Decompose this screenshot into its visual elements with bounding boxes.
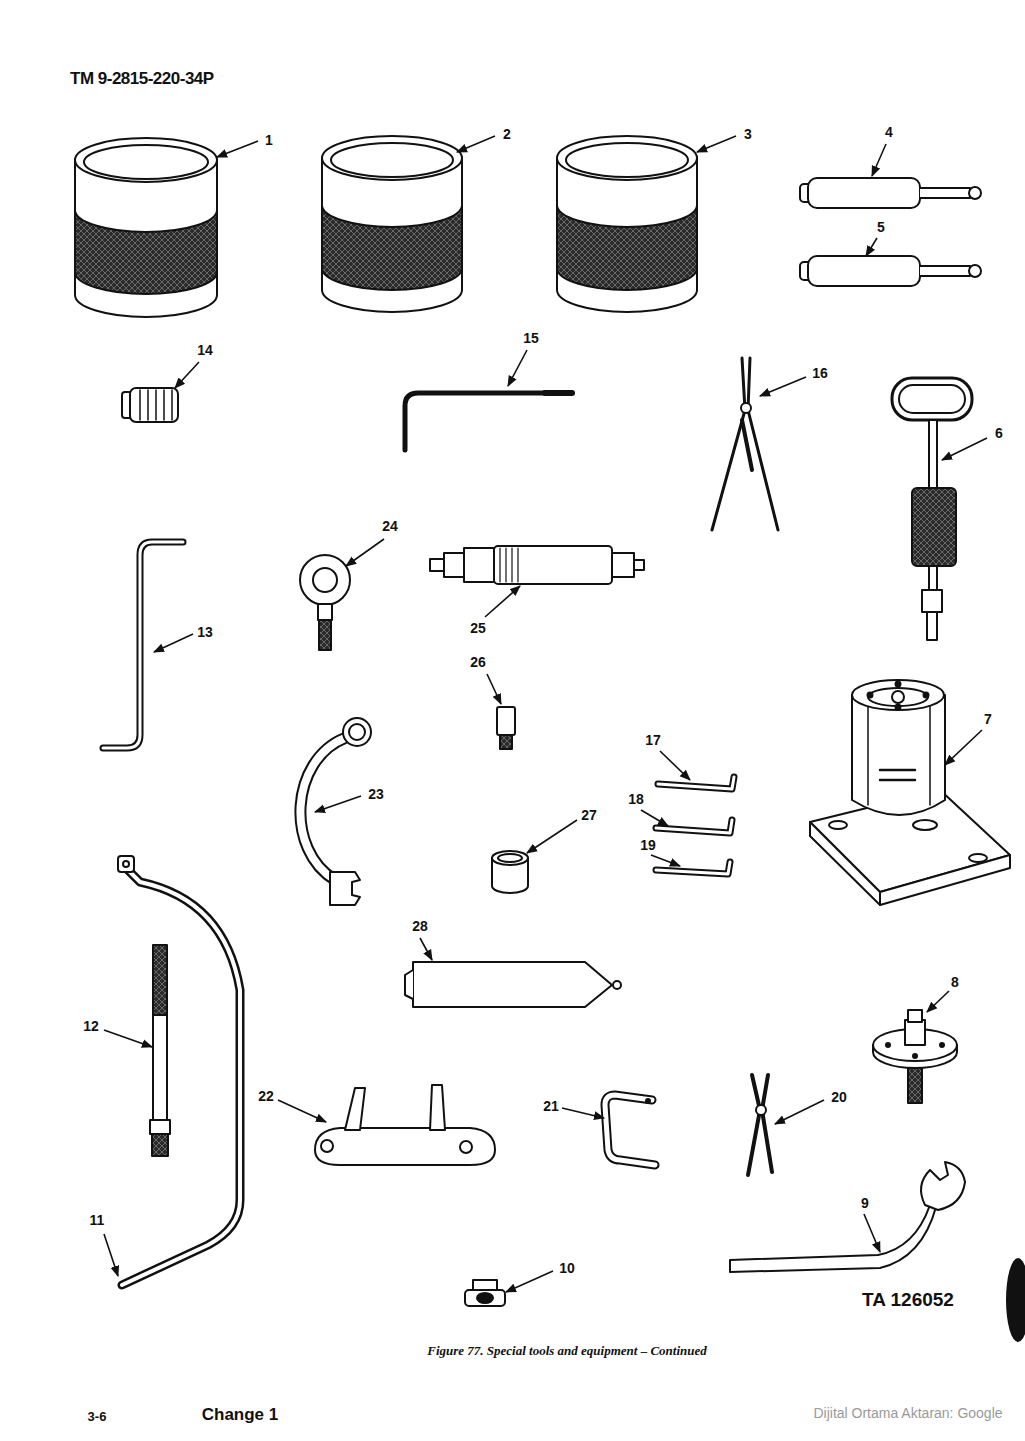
bent-wrench [730,1162,965,1272]
scan-edge-mark [1006,1258,1025,1342]
fitting [497,707,515,749]
callout-number: 10 [559,1260,575,1276]
callout-number: 16 [812,365,828,381]
callout-number: 7 [984,711,992,727]
callout-number: 9 [861,1195,869,1211]
bent-rod [118,856,240,1285]
ring-sleeve [557,136,697,312]
curved-wrench [300,718,371,905]
sleeve [492,851,528,893]
callout-number: 6 [995,425,1003,441]
long-bolt [150,945,170,1156]
callout-number: 28 [412,918,428,934]
page-number: 3-6 [88,1409,107,1424]
holding-fixture [810,680,1010,905]
slide-hammer [892,378,972,640]
callout-number: 3 [744,126,752,142]
callout-number: 11 [90,1212,105,1228]
callout-number: 24 [382,518,398,534]
callout-number: 1 [265,132,273,148]
roller-tool [800,256,981,286]
ring-sleeve [322,136,462,312]
callout-number: 15 [523,330,539,346]
callout-number: 14 [197,342,213,358]
callout-number: 23 [368,786,384,802]
document-title: TM 9-2815-220-34P [70,69,214,89]
callout-number: 12 [83,1018,99,1034]
installer-tool [430,546,644,584]
callout-number: 17 [645,732,661,748]
callout-number: 18 [628,791,644,807]
roller-tool [800,178,981,208]
callout-number: 20 [831,1089,847,1105]
pilot-tool [405,962,621,1007]
leader-lines [104,136,987,1292]
hex-key-tip [545,390,572,396]
callout-number: 26 [470,654,486,670]
callout-number: 27 [581,807,597,823]
bracket-plate [315,1085,495,1165]
knurled-cap [122,388,178,422]
callout-number: 21 [543,1098,559,1114]
flanged-adapter [873,1010,957,1103]
nut [465,1280,505,1306]
callout-number: 5 [877,219,885,235]
c-bracket [605,1095,655,1165]
callout-number: 2 [503,126,511,142]
illustration-number: TA 126052 [862,1289,954,1311]
callout-number: 22 [258,1088,274,1104]
eye-bolt [300,555,350,650]
callout-number: 25 [470,620,486,636]
callout-number: 8 [951,974,959,990]
callout-number: 4 [885,124,893,140]
ring-pliers [712,358,778,530]
hex-key [405,393,572,450]
watermark: Dijital Ortama Aktaran: Google [813,1405,1002,1421]
figure-caption: Figure 77. Special tools and equipment –… [427,1343,707,1359]
change-notice: Change 1 [202,1405,279,1425]
callout-number: 13 [197,624,213,640]
callout-number: 19 [640,837,656,853]
ring-sleeve [75,138,217,317]
cutting-pliers [748,1075,772,1175]
